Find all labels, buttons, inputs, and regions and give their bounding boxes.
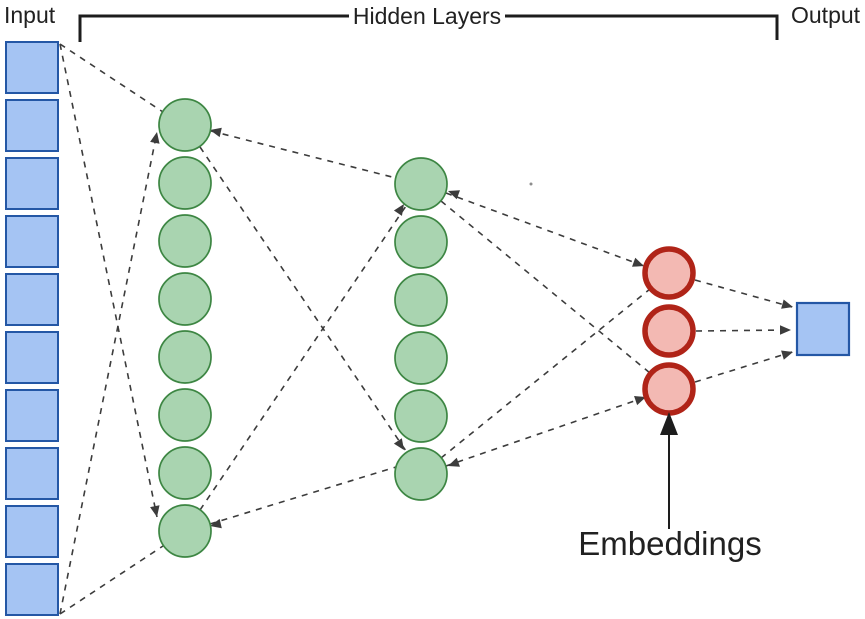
input-node [5,331,59,384]
input-label: Input [4,2,56,28]
input-node [5,215,59,268]
arrowhead-icon [781,299,793,309]
connection-line [445,192,645,267]
arrowhead-icon [780,325,791,335]
hidden2-node [394,215,448,269]
arrowhead-icon [393,204,404,216]
embedding-node [642,246,696,300]
embeddings-label: Embeddings [578,525,762,562]
connection-line [199,146,407,452]
arrowhead-icon [150,505,160,517]
connection-line [199,205,407,511]
connection-line [440,288,651,459]
input-node [5,99,59,152]
connection-line [59,43,158,518]
arrowhead-icon [393,438,404,450]
arrowhead-icon [210,127,222,138]
hidden1-node [158,156,212,210]
embeddings-arrow-head [660,412,678,435]
connection-line [59,131,158,615]
connection-line [694,351,793,383]
hidden1-node [158,214,212,268]
stray-mark [529,182,533,186]
hidden2-node [394,273,448,327]
arrowhead-icon [150,132,160,144]
embedding-node [642,304,696,358]
input-node [5,447,59,500]
arrowhead-icon [634,396,646,406]
output-node [795,301,851,357]
connection-line [445,396,647,467]
hidden1-node [158,446,212,500]
connection-line [695,329,790,332]
input-node [5,389,59,442]
input-node [5,157,59,210]
hidden2-node [394,389,448,443]
hidden-layers-label: Hidden Layers [352,3,502,29]
connection-line [694,279,793,308]
hidden1-node [158,330,212,384]
input-node [5,505,59,558]
connection-line [209,466,397,525]
hidden1-node [158,504,212,558]
arrowhead-icon [781,350,793,360]
hidden1-node [158,388,212,442]
connection-line [440,200,651,374]
hidden1-node [158,98,212,152]
input-node [5,41,59,94]
arrowhead-icon [448,190,460,200]
output-label: Output [791,2,861,28]
hidden-layers-bracket [78,14,779,42]
arrowhead-icon [210,518,222,529]
arrowhead-icon [448,457,460,467]
arrowhead-icon [632,257,644,267]
connection-line [210,130,397,179]
hidden1-node [158,272,212,326]
hidden2-node [394,157,448,211]
connection-line [59,43,164,113]
embedding-node [642,362,696,416]
connection-line [59,545,164,615]
hidden2-node [394,447,448,501]
input-node [5,273,59,326]
hidden2-node [394,331,448,385]
input-node [5,563,59,616]
